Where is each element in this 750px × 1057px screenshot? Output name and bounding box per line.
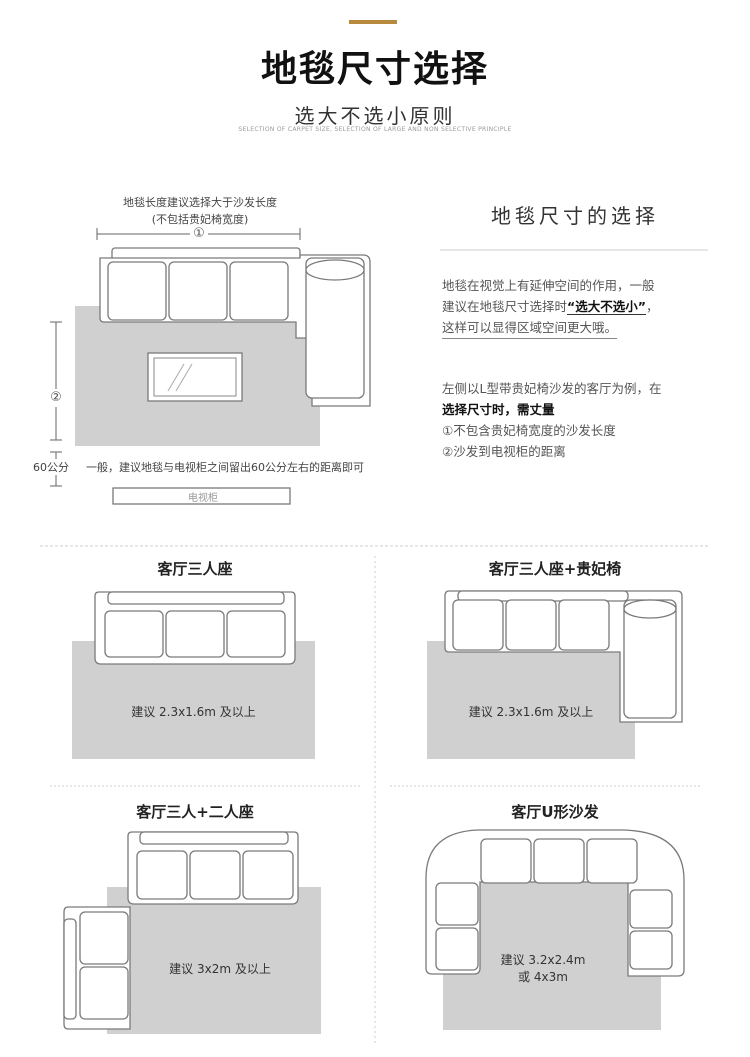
l-sofa-frame — [99, 254, 371, 407]
advice-chaise: 建议 2.3x1.6m 及以上 — [468, 705, 594, 719]
chaise-cushion — [305, 257, 365, 399]
sofa-cushion — [107, 261, 167, 321]
page-subtitle-en: SELECTION OF CARPET SIZE, SELECTION OF L… — [238, 126, 512, 133]
info-paragraph-2: 左侧以L型带贵妃椅沙发的客厅为例，在 选择尺寸时，需丈量 ①不包含贵妃椅宽度的沙… — [442, 381, 662, 459]
advice-u-sofa-1: 建议 3.2x2.4m — [500, 953, 586, 967]
sofa-cushion — [168, 261, 228, 321]
advice-u-sofa-2: 或 4x3m — [518, 970, 568, 984]
panel-title-chaise: 客厅三人座+贵妃椅 — [488, 560, 622, 578]
marker-one: ① — [190, 225, 208, 243]
advice-three-plus-two: 建议 3x2m 及以上 — [169, 962, 271, 976]
panel-three-plus-two-diagram — [63, 831, 321, 1034]
tv-stand-label: 电视柜 — [188, 493, 218, 504]
page-title: 地毯尺寸选择 — [260, 49, 489, 90]
distance-note: 一般，建议地毯与电视柜之间留出60公分左右的距离即可 — [86, 461, 364, 474]
info-paragraph-1: 地毯在视觉上有延伸空间的作用，一般 建议在地毯尺寸选择时“选大不选小”， 这样可… — [442, 275, 742, 339]
distance-label: 60公分 — [33, 459, 83, 475]
marker-two: ② — [47, 389, 65, 407]
accent-bar — [349, 20, 397, 24]
info-title: 地毯尺寸的选择 — [491, 204, 659, 228]
length-caption-note: (不包括贵妃椅宽度) — [151, 213, 249, 226]
panel-chaise-diagram — [427, 590, 683, 759]
panel-title-three-seat: 客厅三人座 — [157, 560, 233, 578]
main-diagram — [50, 228, 371, 505]
tv-stand — [112, 487, 291, 505]
panel-u-sofa-diagram — [425, 829, 685, 1030]
panel-title-three-plus-two: 客厅三人+二人座 — [136, 803, 254, 821]
coffee-table — [147, 352, 243, 402]
sofa-cushion — [229, 261, 289, 321]
panel-three-seat-diagram — [72, 591, 315, 759]
highlight-phrase: “选大不选小” — [567, 299, 646, 315]
length-caption: 地毯长度建议选择大于沙发长度 — [123, 196, 277, 209]
advice-three-seat: 建议 2.3x1.6m 及以上 — [131, 705, 256, 719]
page-subtitle: 选大不选小原则 — [294, 104, 456, 128]
chaise-pillow — [305, 259, 365, 281]
panel-title-u-sofa: 客厅U形沙发 — [511, 803, 599, 821]
